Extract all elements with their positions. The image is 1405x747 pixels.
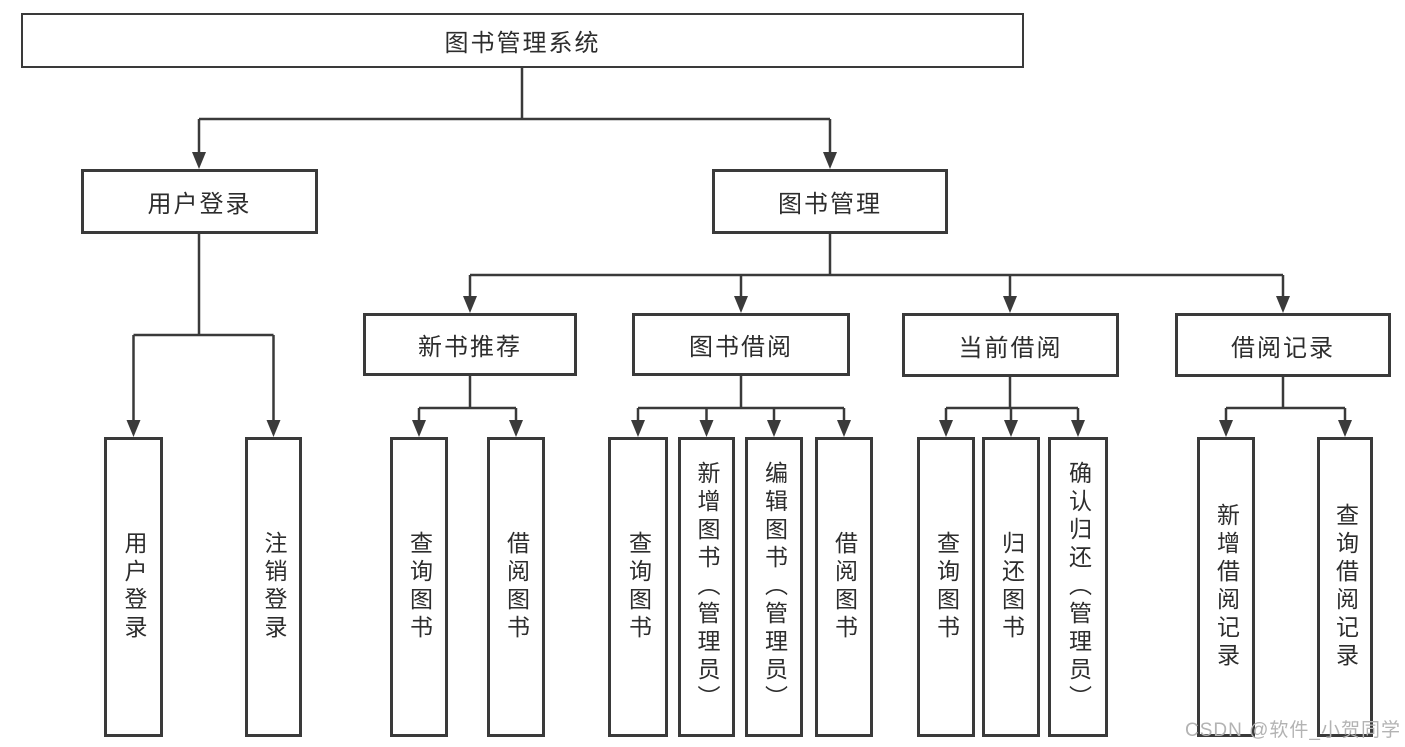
arrow-down-icon bbox=[266, 420, 281, 437]
node-book-borrowing: 图书借阅 bbox=[632, 313, 850, 376]
node-user-login: 用户登录 bbox=[81, 169, 318, 234]
arrow-down-icon bbox=[1004, 420, 1018, 437]
arrow-down-icon bbox=[939, 420, 953, 437]
csdn-watermark: CSDN @软件_小贺同学 bbox=[1185, 720, 1401, 741]
leaf-label: 编辑图书（管理员） bbox=[761, 461, 788, 713]
leaf-label: 查询图书 bbox=[933, 531, 960, 643]
node-label: 用户登录 bbox=[147, 191, 252, 218]
node-label: 新书推荐 bbox=[418, 334, 522, 361]
arrow-down-icon bbox=[192, 152, 206, 169]
node-book-management: 图书管理 bbox=[712, 169, 948, 234]
arrow-down-icon bbox=[734, 296, 748, 313]
leaf-label: 借阅图书 bbox=[503, 531, 530, 643]
leaf-label: 查询图书 bbox=[625, 531, 652, 643]
arrow-down-icon bbox=[126, 420, 141, 437]
node-root-system: 图书管理系统 bbox=[21, 13, 1024, 68]
arrow-down-icon bbox=[699, 420, 714, 437]
leaf-borrow-books-borrow: 借阅图书 bbox=[815, 437, 873, 737]
leaf-label: 借阅图书 bbox=[831, 531, 858, 643]
node-label: 借阅记录 bbox=[1231, 334, 1335, 362]
leaf-add-borrow-record: 新增借阅记录 bbox=[1197, 437, 1255, 737]
node-current-borrowing: 当前借阅 bbox=[902, 313, 1119, 377]
connector-book-borrow-to-leaves bbox=[631, 376, 851, 437]
leaf-query-books-borrow: 查询图书 bbox=[608, 437, 668, 737]
leaf-edit-book-admin: 编辑图书（管理员） bbox=[745, 437, 803, 737]
leaf-label: 用户登录 bbox=[121, 531, 147, 643]
leaf-borrow-books-recommend: 借阅图书 bbox=[487, 437, 545, 737]
connector-user-login-to-leaves bbox=[126, 233, 281, 437]
arrow-down-icon bbox=[412, 420, 426, 437]
arrow-down-icon bbox=[837, 420, 851, 437]
node-label: 当前借阅 bbox=[958, 334, 1063, 362]
arrow-down-icon bbox=[463, 296, 477, 313]
node-new-book-recommend: 新书推荐 bbox=[363, 313, 577, 376]
arrow-down-icon bbox=[823, 152, 837, 169]
leaf-query-borrow-record: 查询借阅记录 bbox=[1317, 437, 1373, 737]
leaf-confirm-return-admin: 确认归还（管理员） bbox=[1048, 437, 1108, 737]
leaf-query-books-current: 查询图书 bbox=[917, 437, 975, 737]
leaf-return-book: 归还图书 bbox=[982, 437, 1040, 737]
node-label: 图书管理 bbox=[778, 191, 882, 218]
node-label: 图书管理系统 bbox=[444, 30, 601, 57]
arrow-down-icon bbox=[1276, 296, 1290, 313]
connector-root-to-level2 bbox=[192, 68, 837, 169]
arrow-down-icon bbox=[1071, 420, 1085, 437]
arrow-down-icon bbox=[767, 420, 781, 437]
connector-book-mgmt-to-level3 bbox=[463, 233, 1290, 313]
leaf-label: 查询图书 bbox=[406, 531, 433, 643]
node-label: 图书借阅 bbox=[689, 334, 793, 361]
leaf-label: 查询借阅记录 bbox=[1332, 503, 1359, 671]
node-borrowing-records: 借阅记录 bbox=[1175, 313, 1391, 377]
arrow-down-icon bbox=[1003, 296, 1017, 313]
leaf-label: 新增借阅记录 bbox=[1213, 503, 1240, 671]
connector-current-borrow-to-leaves bbox=[939, 376, 1085, 437]
leaf-label: 注销登录 bbox=[261, 531, 287, 643]
leaf-label: 归还图书 bbox=[998, 531, 1025, 643]
leaf-add-book-admin: 新增图书（管理员） bbox=[678, 437, 735, 737]
arrow-down-icon bbox=[631, 420, 645, 437]
arrow-down-icon bbox=[509, 420, 523, 437]
leaf-logout: 注销登录 bbox=[245, 437, 302, 737]
leaf-query-books-recommend: 查询图书 bbox=[390, 437, 448, 737]
connector-borrow-records-to-leaves bbox=[1219, 376, 1352, 437]
leaf-label: 新增图书（管理员） bbox=[694, 461, 720, 713]
arrow-down-icon bbox=[1219, 420, 1233, 437]
leaf-label: 确认归还（管理员） bbox=[1065, 461, 1092, 713]
leaf-user-login: 用户登录 bbox=[104, 437, 163, 737]
connector-new-books-to-leaves bbox=[412, 376, 523, 437]
arrow-down-icon bbox=[1338, 420, 1352, 437]
